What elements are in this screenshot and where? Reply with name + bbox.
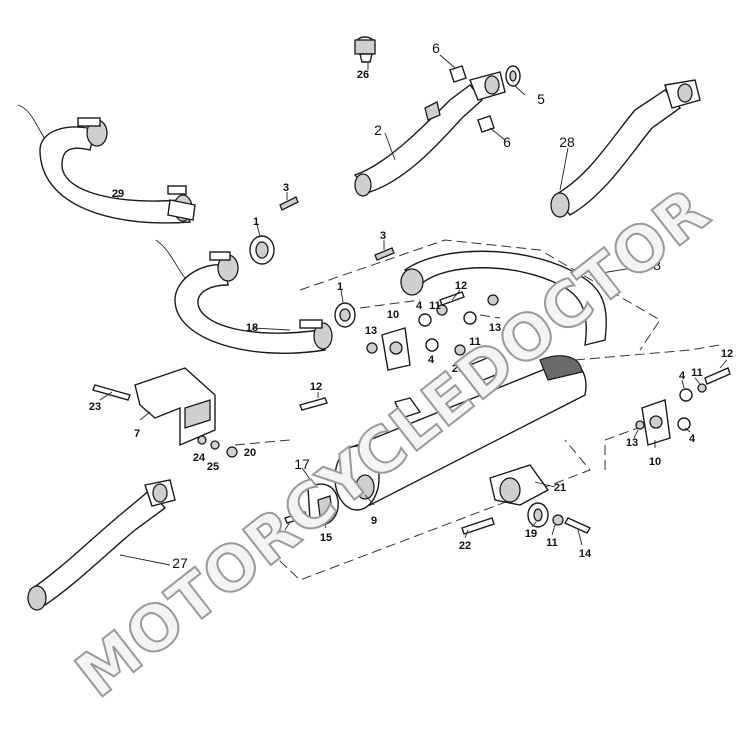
muffler-9 (334, 355, 587, 511)
callout-3-lower: 3 (380, 230, 386, 242)
callout-13-c: 13 (626, 437, 638, 449)
rubber-mount-10-right (641, 399, 671, 446)
bushing-19 (527, 502, 549, 528)
callout-8: 8 (653, 257, 661, 273)
callout-15: 15 (320, 532, 332, 544)
callout-12-mid: 12 (310, 381, 322, 393)
header-pipe-27 (27, 479, 176, 611)
hardware-small-parts (197, 291, 731, 535)
callout-13-a: 13 (489, 322, 501, 334)
callout-26: 26 (357, 69, 369, 81)
callout-4-b: 4 (428, 354, 435, 366)
bracket-7 (92, 367, 216, 447)
callout-29: 29 (112, 188, 124, 200)
callout-9: 9 (371, 515, 377, 527)
header-pipe-28 (550, 79, 701, 218)
callout-14: 14 (579, 548, 592, 560)
callout-21: 21 (554, 482, 566, 494)
callout-27: 27 (172, 555, 188, 571)
rubber-mount-10-left (381, 327, 411, 371)
callout-12-right: 12 (721, 348, 733, 360)
callout-16: 16 (278, 532, 290, 544)
callout-3-upper: 3 (283, 182, 289, 194)
gasket-1-upper (249, 235, 275, 265)
callout-1-upper: 1 (253, 216, 259, 228)
callout-11-a: 11 (429, 300, 441, 312)
callout-11-c: 11 (691, 367, 703, 379)
callout-2: 2 (374, 122, 382, 138)
spring-3-upper (279, 196, 299, 211)
callout-18: 18 (246, 322, 258, 334)
callout-11-b: 11 (469, 336, 481, 348)
sensor-26 (354, 36, 376, 63)
callout-6-upper: 6 (432, 40, 440, 56)
callout-20-upper: 20 (452, 363, 464, 375)
clip-6-upper (449, 65, 467, 83)
callout-20-lower: 20 (244, 447, 256, 459)
callout-10-left: 10 (387, 309, 399, 321)
gasket-5 (505, 65, 521, 87)
callout-leaders (99, 54, 728, 566)
callout-12-upper: 12 (455, 280, 467, 292)
callout-25: 25 (207, 461, 219, 473)
bracket-15 (307, 483, 339, 526)
callout-1-lower: 1 (337, 281, 343, 293)
header-pipe-29 (17, 104, 196, 224)
callout-labels: 26 6 5 2 6 28 29 3 1 3 8 1 12 4 11 10 13… (89, 40, 733, 571)
spring-3-lower (374, 247, 395, 261)
gasket-1-lower (334, 302, 356, 328)
header-pipe-18 (155, 239, 333, 354)
callout-5: 5 (537, 91, 545, 107)
callout-24: 24 (193, 452, 206, 464)
callout-6-lower: 6 (503, 134, 511, 150)
assembly-guide-lines (234, 239, 721, 581)
callout-4-c: 4 (679, 370, 686, 382)
mount-bracket-21 (489, 464, 550, 506)
callout-19: 19 (525, 528, 537, 540)
callout-17: 17 (294, 456, 310, 472)
tailpipe-8 (400, 250, 607, 346)
callout-7: 7 (134, 428, 140, 440)
callout-4-d: 4 (689, 433, 696, 445)
callout-22: 22 (459, 540, 471, 552)
callout-4-a: 4 (416, 300, 423, 312)
header-pipe-2 (353, 71, 506, 197)
callout-13-b: 13 (365, 325, 377, 337)
callout-10-right: 10 (649, 456, 661, 468)
callout-28: 28 (559, 134, 575, 150)
callout-23: 23 (89, 401, 101, 413)
callout-11-d: 11 (546, 537, 558, 549)
